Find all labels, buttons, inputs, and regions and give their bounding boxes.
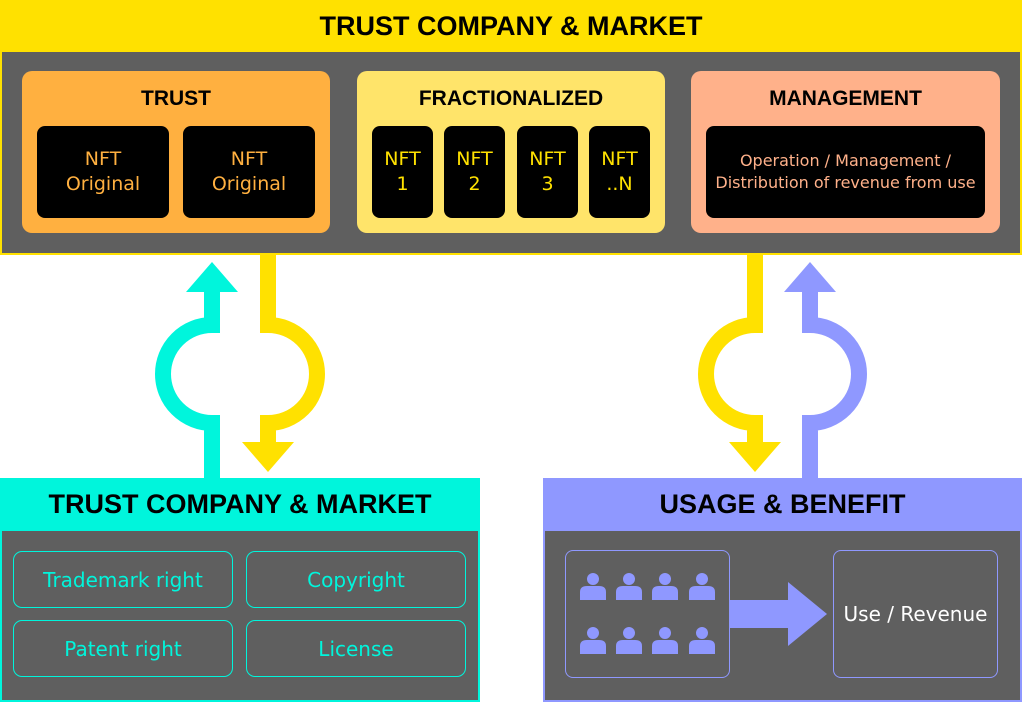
person-icon [652,573,678,600]
nft-fraction-tile: NFT 1 [372,126,433,218]
person-icon [652,627,678,654]
left-panel-title: TRUST COMPANY & MARKET [48,489,432,519]
person-icon [616,573,642,600]
arrow-down-icon [242,255,325,472]
tile-line: NFT [456,148,493,170]
nft-fraction-tile: NFT 2 [444,126,505,218]
management-tile: Operation / Management / Distribution of … [706,126,985,218]
tile-line: Operation / Management / [739,151,952,170]
tile-line: NFT [84,148,122,170]
nft-fraction-tile: NFT 3 [517,126,578,218]
tile-line: NFT [601,148,638,170]
fractionalized-group-title: FRACTIONALIZED [418,87,604,110]
tile-line: 2 [468,173,481,195]
arrow-down-icon [698,255,781,472]
arrow-up-icon [155,262,238,480]
trademark-right-tile: Trademark right [13,551,233,608]
patent-right-tile: Patent right [13,620,233,677]
right-panel-header: USAGE & BENEFIT [543,478,1022,531]
person-icon [580,627,606,654]
tile-line: 3 [541,173,554,195]
left-panel-body [0,531,480,702]
trust-group-title: TRUST [141,87,211,110]
right-panel-title: USAGE & BENEFIT [659,489,906,519]
tile-line: Original [65,173,141,195]
tile-line: Distribution of revenue from use [715,173,976,192]
tile-line: NFT [230,148,268,170]
users-group-icon [580,573,715,654]
copyright-tile: Copyright [246,551,466,608]
nft-original-tile: NFT Original [183,126,315,218]
person-icon [580,573,606,600]
top-panel-title: TRUST COMPANY & MARKET [319,10,703,41]
top-panel-header: TRUST COMPANY & MARKET [0,0,1022,52]
nft-original-tile: NFT Original [37,126,169,218]
arrow-up-icon [784,262,867,480]
person-icon [689,573,715,600]
license-tile: License [246,620,466,677]
management-group-title: MANAGEMENT [769,87,922,110]
tile-line: NFT [384,148,421,170]
users-box [565,550,730,678]
person-icon [689,627,715,654]
left-panel-header: TRUST COMPANY & MARKET [0,478,480,531]
tile-line: NFT [529,148,566,170]
tile-line: ..N [606,173,633,195]
tile-line: Original [211,173,287,195]
nft-fraction-tile: NFT ..N [589,126,650,218]
tile-line: 1 [396,173,409,195]
person-icon [616,627,642,654]
use-revenue-box: Use / Revenue [833,550,998,678]
arrow-right-icon [730,582,827,646]
